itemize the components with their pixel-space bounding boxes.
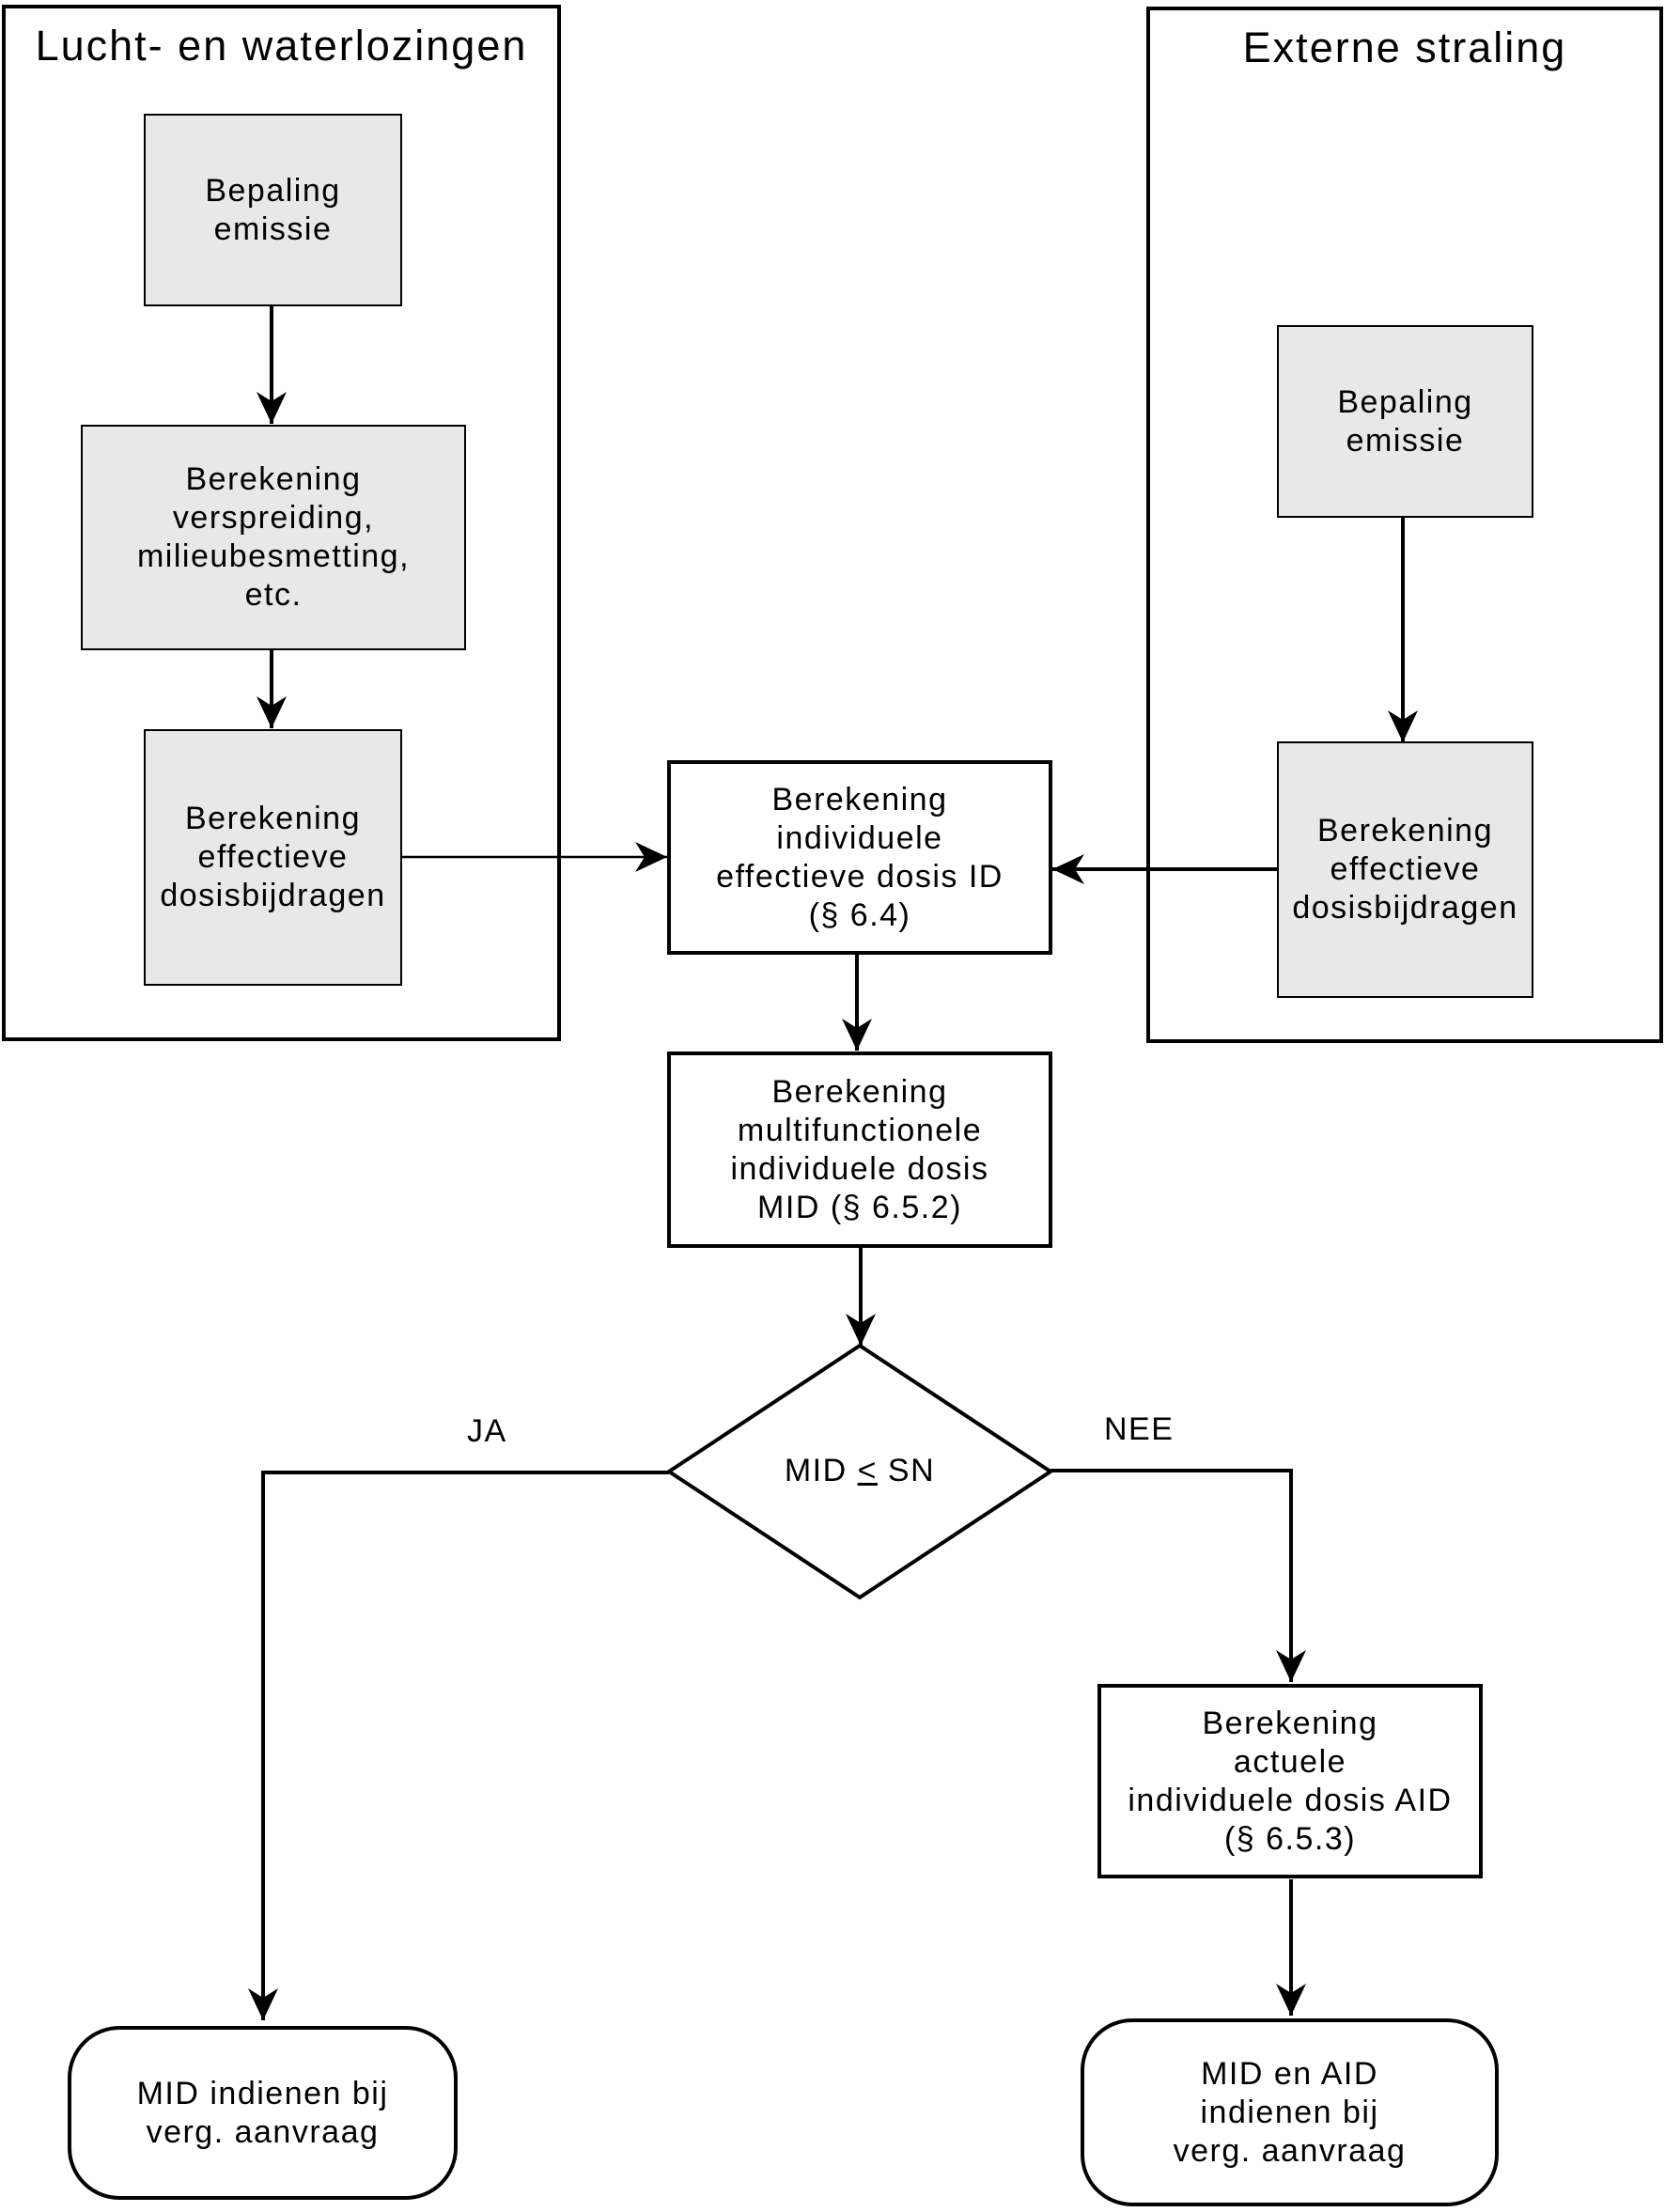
terminal-mid-indienen: MID indienen bij verg. aanvraag [68, 2026, 458, 2200]
node-effectieve-dosisbijdragen-left: Berekening effectieve dosisbijdragen [144, 729, 402, 986]
node-label: Bepaling emissie [205, 172, 341, 247]
decision-label: MID < SN [785, 1452, 935, 1490]
node-label: Berekening effectieve dosisbijdragen [1292, 813, 1518, 926]
decision-suffix: SN [877, 1452, 936, 1488]
node-label: MID indienen bij verg. aanvraag [136, 2075, 389, 2150]
node-label: Bepaling emissie [1337, 383, 1473, 459]
node-berekening-verspreiding: Berekening verspreiding, milieubesmettin… [81, 425, 466, 650]
node-label: Berekening effectieve dosisbijdragen [160, 801, 386, 913]
group-lucht-en-waterlozingen: Lucht- en waterlozingen [2, 5, 561, 1041]
node-bepaling-emissie-right: Bepaling emissie [1277, 325, 1533, 518]
node-label: Berekening actuele individuele dosis AID… [1128, 1705, 1453, 1857]
decision-operator: < [857, 1452, 878, 1488]
group-title-extern: Externe straling [1242, 23, 1567, 71]
edge-label-yes: JA [467, 1413, 507, 1449]
edge-decision-no [1050, 1469, 1306, 1682]
terminal-mid-aid-indienen: MID en AID indienen bij verg. aanvraag [1081, 2018, 1499, 2206]
edge-label-no: NEE [1104, 1411, 1175, 1447]
node-label: Berekening verspreiding, milieubesmettin… [136, 461, 411, 613]
group-title-lucht: Lucht- en waterlozingen [35, 22, 528, 70]
node-effectieve-dosisbijdragen-right: Berekening effectieve dosisbijdragen [1277, 741, 1533, 998]
node-multifunctionele-dosis: Berekening multifunctionele individuele … [667, 1051, 1052, 1248]
node-label: Berekening multifunctionele individuele … [730, 1073, 989, 1225]
decision-diamond-shape [665, 1343, 1054, 1600]
node-bepaling-emissie-left: Bepaling emissie [144, 114, 402, 306]
node-label: Berekening individuele effectieve dosis … [716, 781, 1004, 933]
node-decision: MID < SN [714, 1438, 1005, 1503]
decision-prefix: MID [784, 1452, 858, 1488]
edge-decision-yes [248, 1471, 669, 2020]
node-individuele-effectieve-dosis: Berekening individuele effectieve dosis … [667, 760, 1052, 955]
node-label: MID en AID indienen bij verg. aanvraag [1173, 2055, 1407, 2169]
group-externe-straling: Externe straling [1146, 7, 1663, 1043]
node-actuele-dosis: Berekening actuele individuele dosis AID… [1097, 1684, 1483, 1878]
